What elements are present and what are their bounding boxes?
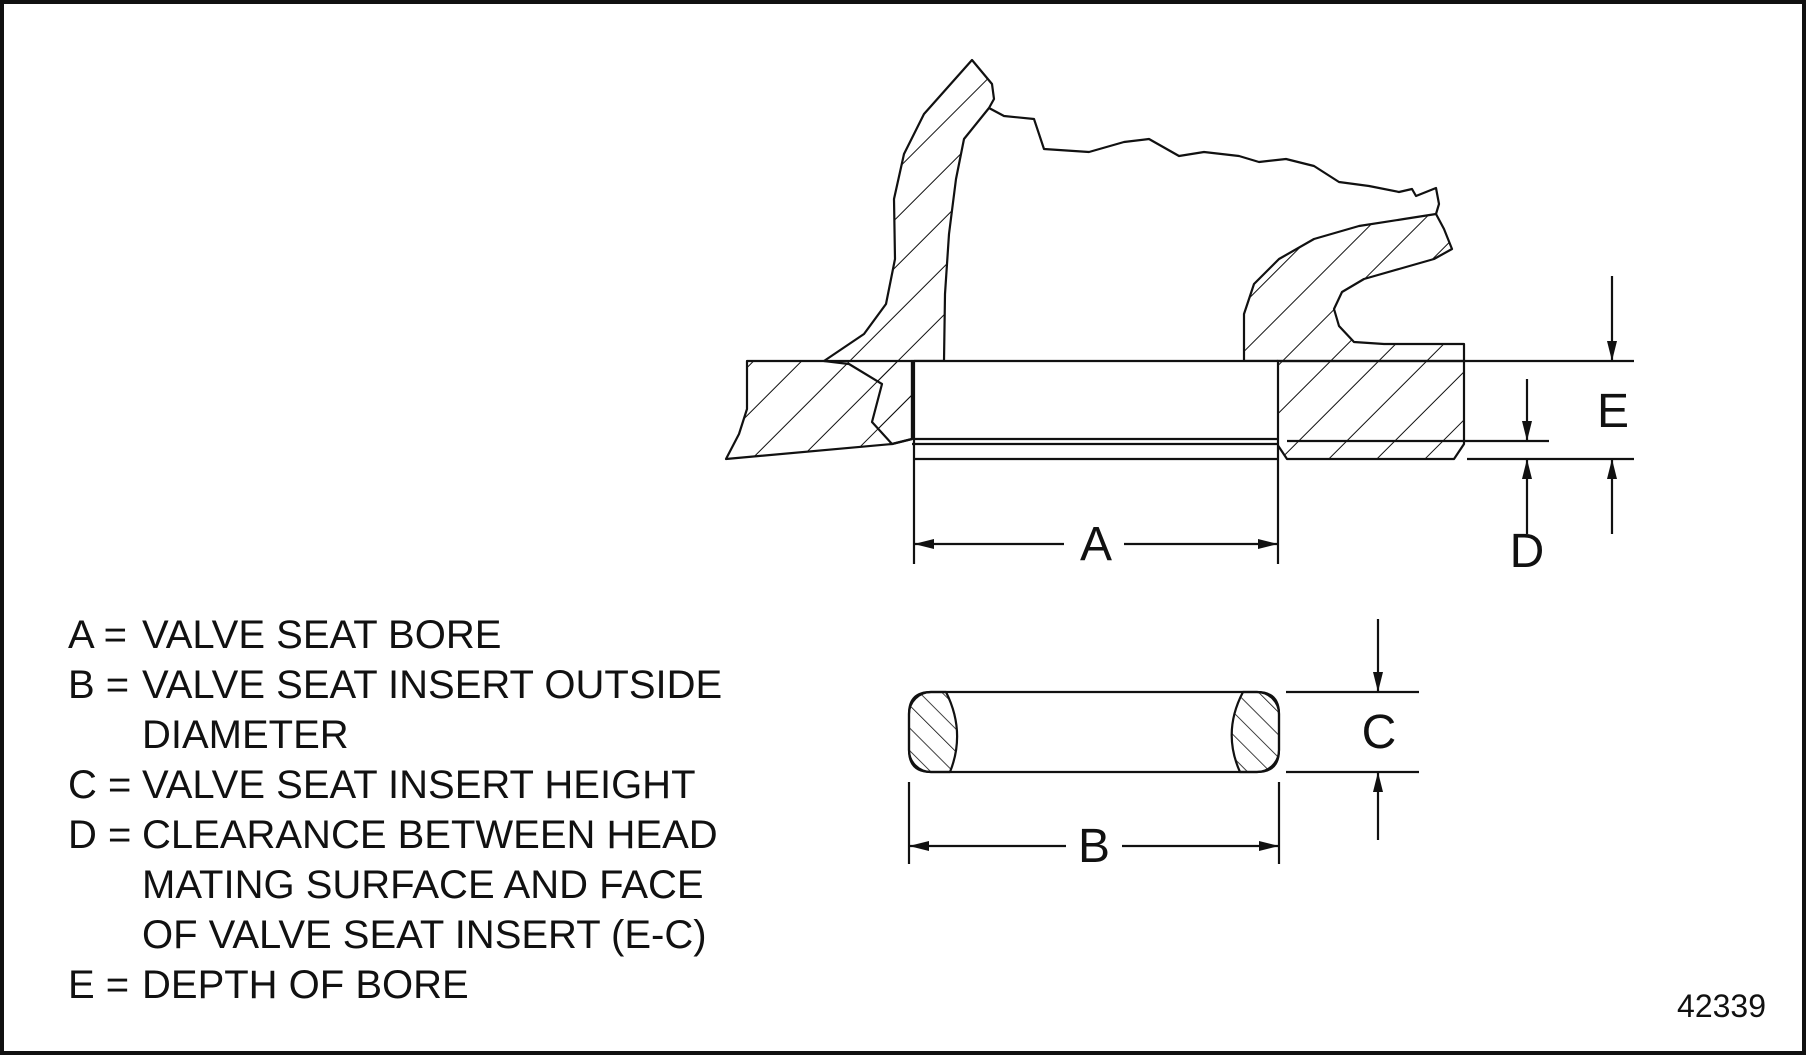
legend-text: VALVE SEAT BORE — [142, 613, 502, 657]
valve-seat-insert — [907, 690, 1281, 774]
legend-item-e: E = DEPTH OF BORE — [68, 960, 788, 1010]
legend-key: A = — [68, 613, 127, 657]
legend-item-d: D = CLEARANCE BETWEEN HEAD MATING SURFAC… — [68, 810, 788, 960]
dimension-label-d: D — [1510, 525, 1545, 578]
legend: A = VALVE SEAT BORE B = VALVE SEAT INSER… — [68, 610, 788, 1010]
legend-item-a: A = VALVE SEAT BORE — [68, 610, 788, 660]
legend-key: B = — [68, 663, 130, 707]
legend-text: VALVE SEAT INSERT HEIGHT — [142, 763, 696, 807]
insert-section-left — [907, 690, 959, 774]
legend-item-c: C = VALVE SEAT INSERT HEIGHT — [68, 760, 788, 810]
head-left-wall — [822, 58, 996, 446]
legend-key: E = — [68, 963, 130, 1007]
dimension-label-c: C — [1362, 706, 1397, 759]
head-right-port — [1242, 212, 1466, 363]
legend-text: VALVE SEAT INSERT OUTSIDE DIAMETER — [142, 663, 723, 757]
valve-seat-diagram: A E D C B — [724, 58, 1634, 873]
head-right-section — [1275, 359, 1466, 461]
figure-number: 42339 — [1677, 988, 1766, 1024]
break-line — [988, 107, 1441, 215]
valve-seat-bore — [912, 359, 1280, 461]
legend-text: DEPTH OF BORE — [142, 963, 469, 1007]
legend-key: D = — [68, 813, 132, 857]
legend-text: CLEARANCE BETWEEN HEAD MATING SURFACE AN… — [142, 813, 718, 957]
dimension-label-b: B — [1078, 820, 1110, 873]
insert-section-right — [1230, 690, 1281, 774]
dimension-label-e: E — [1597, 385, 1629, 438]
legend-item-b: B = VALVE SEAT INSERT OUTSIDE DIAMETER — [68, 660, 788, 760]
dimension-label-a: A — [1080, 518, 1112, 571]
legend-key: C = — [68, 763, 132, 807]
